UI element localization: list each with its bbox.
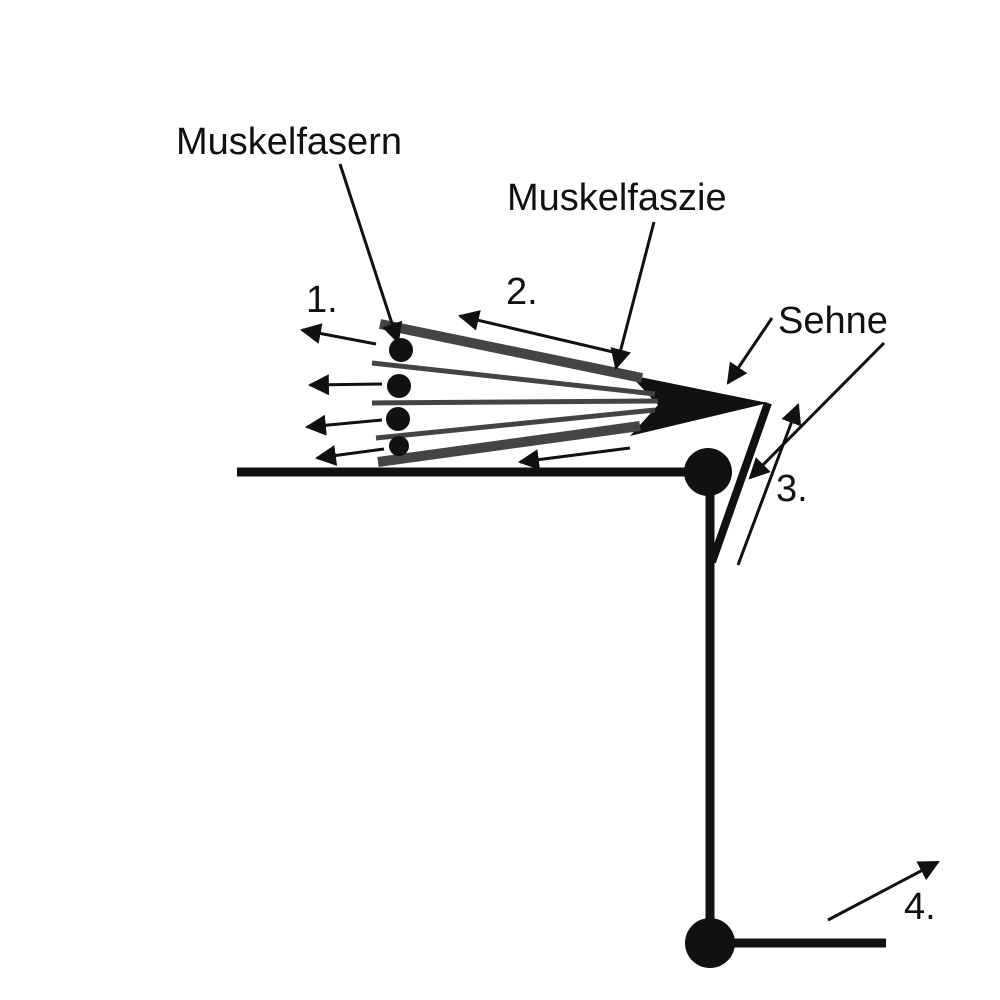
fascia-arrow — [457, 310, 627, 357]
label-step-3: 3. — [776, 468, 808, 510]
fiber-dot — [389, 338, 413, 362]
label-muskelfasern: Muskelfasern — [176, 121, 402, 163]
contraction-arrow — [299, 323, 377, 346]
muscle-fiber — [371, 398, 659, 406]
fascia-arrow — [517, 446, 631, 471]
fiber-dot — [389, 436, 409, 456]
upper-joint — [684, 448, 732, 496]
contraction-arrow — [314, 445, 385, 466]
fiber-dot — [387, 374, 411, 398]
movement-arrow — [827, 860, 940, 922]
fibers-pointer — [338, 163, 403, 344]
tendon-arrow — [736, 403, 802, 566]
muscle-fiber — [371, 360, 656, 397]
label-muskelfaszie: Muskelfaszie — [507, 177, 727, 219]
fiber-dot — [386, 407, 410, 431]
label-sehne: Sehne — [778, 300, 888, 342]
tendon-strap — [708, 401, 772, 564]
tendon-pointer-strap — [748, 341, 886, 480]
lower-joint — [685, 918, 735, 968]
contraction-arrow — [304, 414, 383, 436]
label-step-2: 2. — [506, 271, 538, 313]
contraction-arrow — [307, 374, 383, 396]
fascia-pointer — [610, 221, 656, 371]
fascia-top — [378, 319, 644, 383]
fascia-bottom — [377, 421, 641, 467]
label-step-4: 4. — [904, 886, 936, 928]
tendon-shape — [630, 375, 768, 436]
muscle-fiber — [375, 407, 656, 441]
tendon-pointer — [726, 317, 774, 385]
label-step-1: 1. — [306, 279, 338, 321]
